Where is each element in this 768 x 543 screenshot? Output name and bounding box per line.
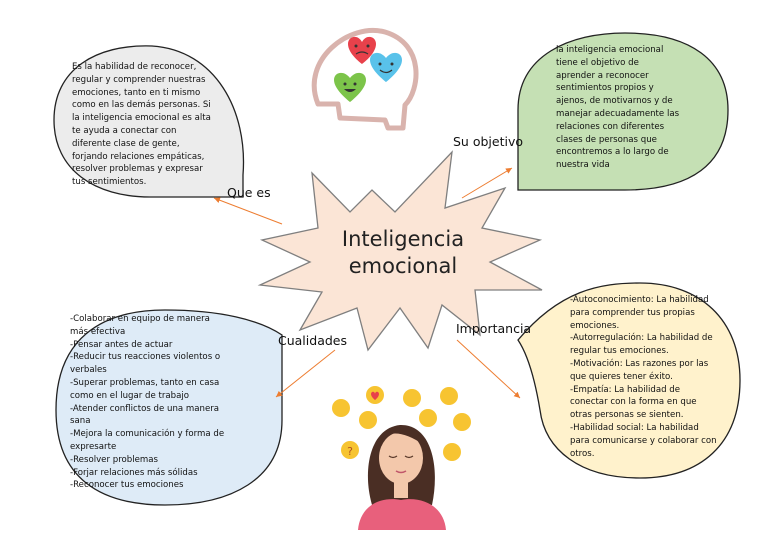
emoji-icon [403, 389, 421, 407]
head-hearts-illustration [311, 28, 419, 131]
arrow-que-es [213, 197, 283, 225]
svg-text:?: ? [347, 445, 353, 458]
angry-emoji-icon [440, 387, 458, 405]
center-star [257, 150, 543, 352]
emoji-icon [443, 443, 461, 461]
cualidades-label: Cualidades [278, 333, 347, 348]
emoji-icon [332, 399, 350, 417]
center-title: Inteligencia emocional [318, 226, 488, 280]
arrow-objetivo [461, 167, 513, 199]
importancia-label: Importancia [456, 321, 532, 336]
cualidades-text: -Colaborar en equipo de manera más efect… [70, 314, 225, 491]
cualidades-bubble [55, 309, 283, 506]
objetivo-label: Su objetivo [453, 134, 523, 149]
smiling-heart-icon [334, 72, 366, 102]
center-title-line2: emocional [348, 254, 458, 278]
objetivo-bubble [517, 32, 729, 191]
que-es-text: Es la habilidad de reconocer, regular y … [72, 62, 211, 188]
emoji-icon [359, 411, 377, 429]
que-es-bubble [53, 45, 245, 198]
center-title-line1: Inteligencia [341, 227, 465, 251]
objetivo-text: la inteligencia emocional tiene el objet… [556, 45, 680, 171]
emoji-icon [419, 409, 437, 427]
importancia-bubble [517, 282, 741, 479]
woman-emojis-illustration: ? [332, 386, 471, 530]
que-es-label: Que es [227, 185, 271, 200]
angry-heart-icon [348, 36, 376, 64]
arrow-importancia [456, 339, 521, 399]
emoji-icon [453, 413, 471, 431]
question-emoji-icon [341, 441, 359, 459]
happy-heart-icon [370, 52, 402, 82]
importancia-text: -Autoconocimiento: La habilidad para com… [570, 295, 717, 459]
arrow-cualidades [275, 349, 336, 398]
